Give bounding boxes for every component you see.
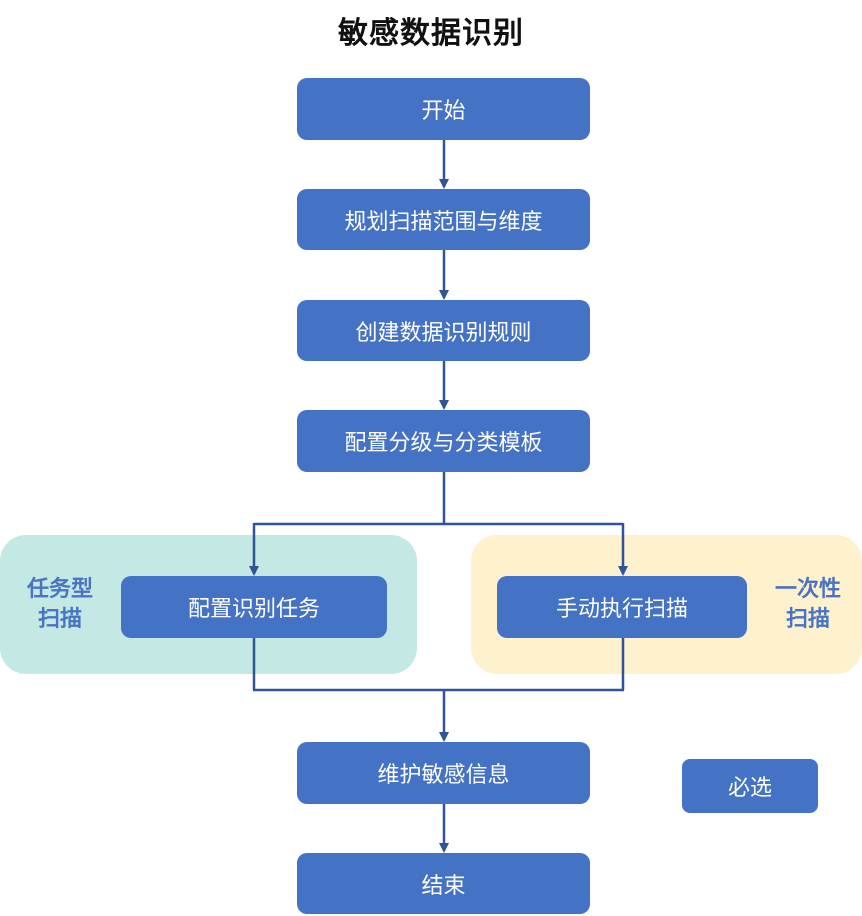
step-create-rules: 创建数据识别规则 [297, 300, 590, 361]
step-config-task: 配置识别任务 [121, 576, 387, 638]
step-maintain-info: 维护敏感信息 [297, 742, 590, 804]
step-start: 开始 [297, 78, 590, 140]
task-scan-label: 任务型 扫描 [14, 575, 106, 635]
task-scan-label-line1: 任务型 [26, 577, 93, 602]
legend-required: 必选 [682, 759, 818, 813]
step-config-template: 配置分级与分类模板 [297, 410, 590, 472]
step-plan-scope: 规划扫描范围与维度 [297, 189, 590, 250]
task-scan-label-line2: 扫描 [37, 607, 82, 632]
once-scan-label-line1: 一次性 [774, 577, 841, 602]
step-end: 结束 [297, 853, 590, 914]
once-scan-label: 一次性 扫描 [762, 575, 854, 635]
once-scan-label-line2: 扫描 [785, 607, 830, 632]
diagram-title: 敏感数据识别 [338, 16, 524, 51]
step-manual-scan: 手动执行扫描 [497, 576, 747, 638]
